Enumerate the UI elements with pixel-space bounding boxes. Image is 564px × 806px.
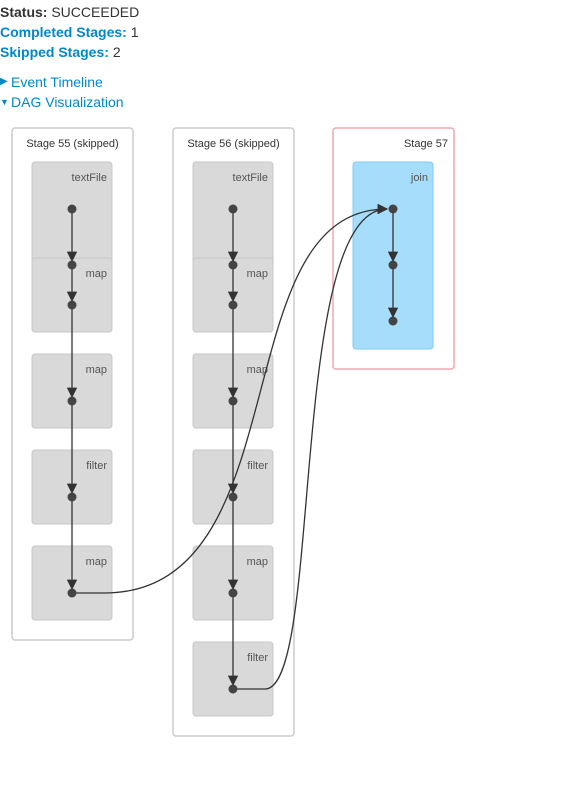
- rdd-node[interactable]: [388, 316, 398, 326]
- arrow-down-icon: ▼: [0, 97, 9, 107]
- toggles: ▶ Event Timeline ▼ DAG Visualization: [0, 72, 124, 112]
- cross-stage-edge: [233, 203, 389, 690]
- stage-1-label[interactable]: Stage 56 (skipped): [187, 138, 279, 150]
- rdd-node[interactable]: [388, 204, 398, 214]
- rdd-cluster-label: map: [86, 364, 107, 376]
- completed-stages-row: Completed Stages: 1: [0, 22, 139, 42]
- stage-0-label[interactable]: Stage 55 (skipped): [26, 138, 118, 150]
- arrow-right-icon: ▶: [0, 76, 8, 87]
- rdd-node[interactable]: [228, 396, 238, 406]
- rdd-cluster-label: filter: [247, 460, 268, 472]
- rdd-cluster-label: map: [247, 364, 268, 376]
- rdd-node[interactable]: [388, 260, 398, 270]
- rdd-cluster-label: textFile: [233, 172, 268, 184]
- rdd-cluster-label: map: [247, 268, 268, 280]
- rdd-node[interactable]: [67, 492, 77, 502]
- event-timeline-label: Event Timeline: [11, 74, 103, 90]
- dag-visualization-label: DAG Visualization: [11, 94, 124, 110]
- dag-visualization-toggle[interactable]: ▼ DAG Visualization: [0, 92, 124, 112]
- rdd-node[interactable]: [228, 300, 238, 310]
- status-row: Status: SUCCEEDED: [0, 2, 139, 22]
- skipped-stages-link[interactable]: Skipped Stages:: [0, 44, 109, 60]
- rdd-node[interactable]: [228, 204, 238, 214]
- rdd-cluster-label: map: [247, 556, 268, 568]
- skipped-stages-row: Skipped Stages: 2: [0, 42, 139, 62]
- stage-2-label[interactable]: Stage 57: [404, 138, 448, 150]
- rdd-node[interactable]: [228, 588, 238, 598]
- rdd-cluster-label: map: [86, 268, 107, 280]
- rdd-node[interactable]: [228, 684, 238, 694]
- rdd-node[interactable]: [228, 260, 238, 270]
- rdd-node[interactable]: [67, 300, 77, 310]
- status-value: SUCCEEDED: [51, 4, 140, 20]
- status-label: Status:: [0, 4, 48, 20]
- rdd-node[interactable]: [67, 588, 77, 598]
- rdd-node[interactable]: [67, 396, 77, 406]
- rdd-cluster-label: filter: [86, 460, 107, 472]
- completed-stages-link[interactable]: Completed Stages:: [0, 24, 127, 40]
- rdd-node[interactable]: [228, 492, 238, 502]
- rdd-node[interactable]: [67, 204, 77, 214]
- rdd-cluster-label: join: [410, 172, 428, 184]
- rdd-cluster-label: filter: [247, 652, 268, 664]
- rdd-cluster-label: map: [86, 556, 107, 568]
- rdd-node[interactable]: [67, 260, 77, 270]
- completed-stages-value: 1: [130, 24, 139, 40]
- rdd-cluster-label: textFile: [72, 172, 107, 184]
- skipped-stages-value: 2: [112, 44, 121, 60]
- job-summary: Status: SUCCEEDED Completed Stages: 1 Sk…: [0, 2, 139, 62]
- cross-stage-edge: [72, 203, 389, 594]
- event-timeline-toggle[interactable]: ▶ Event Timeline: [0, 72, 124, 92]
